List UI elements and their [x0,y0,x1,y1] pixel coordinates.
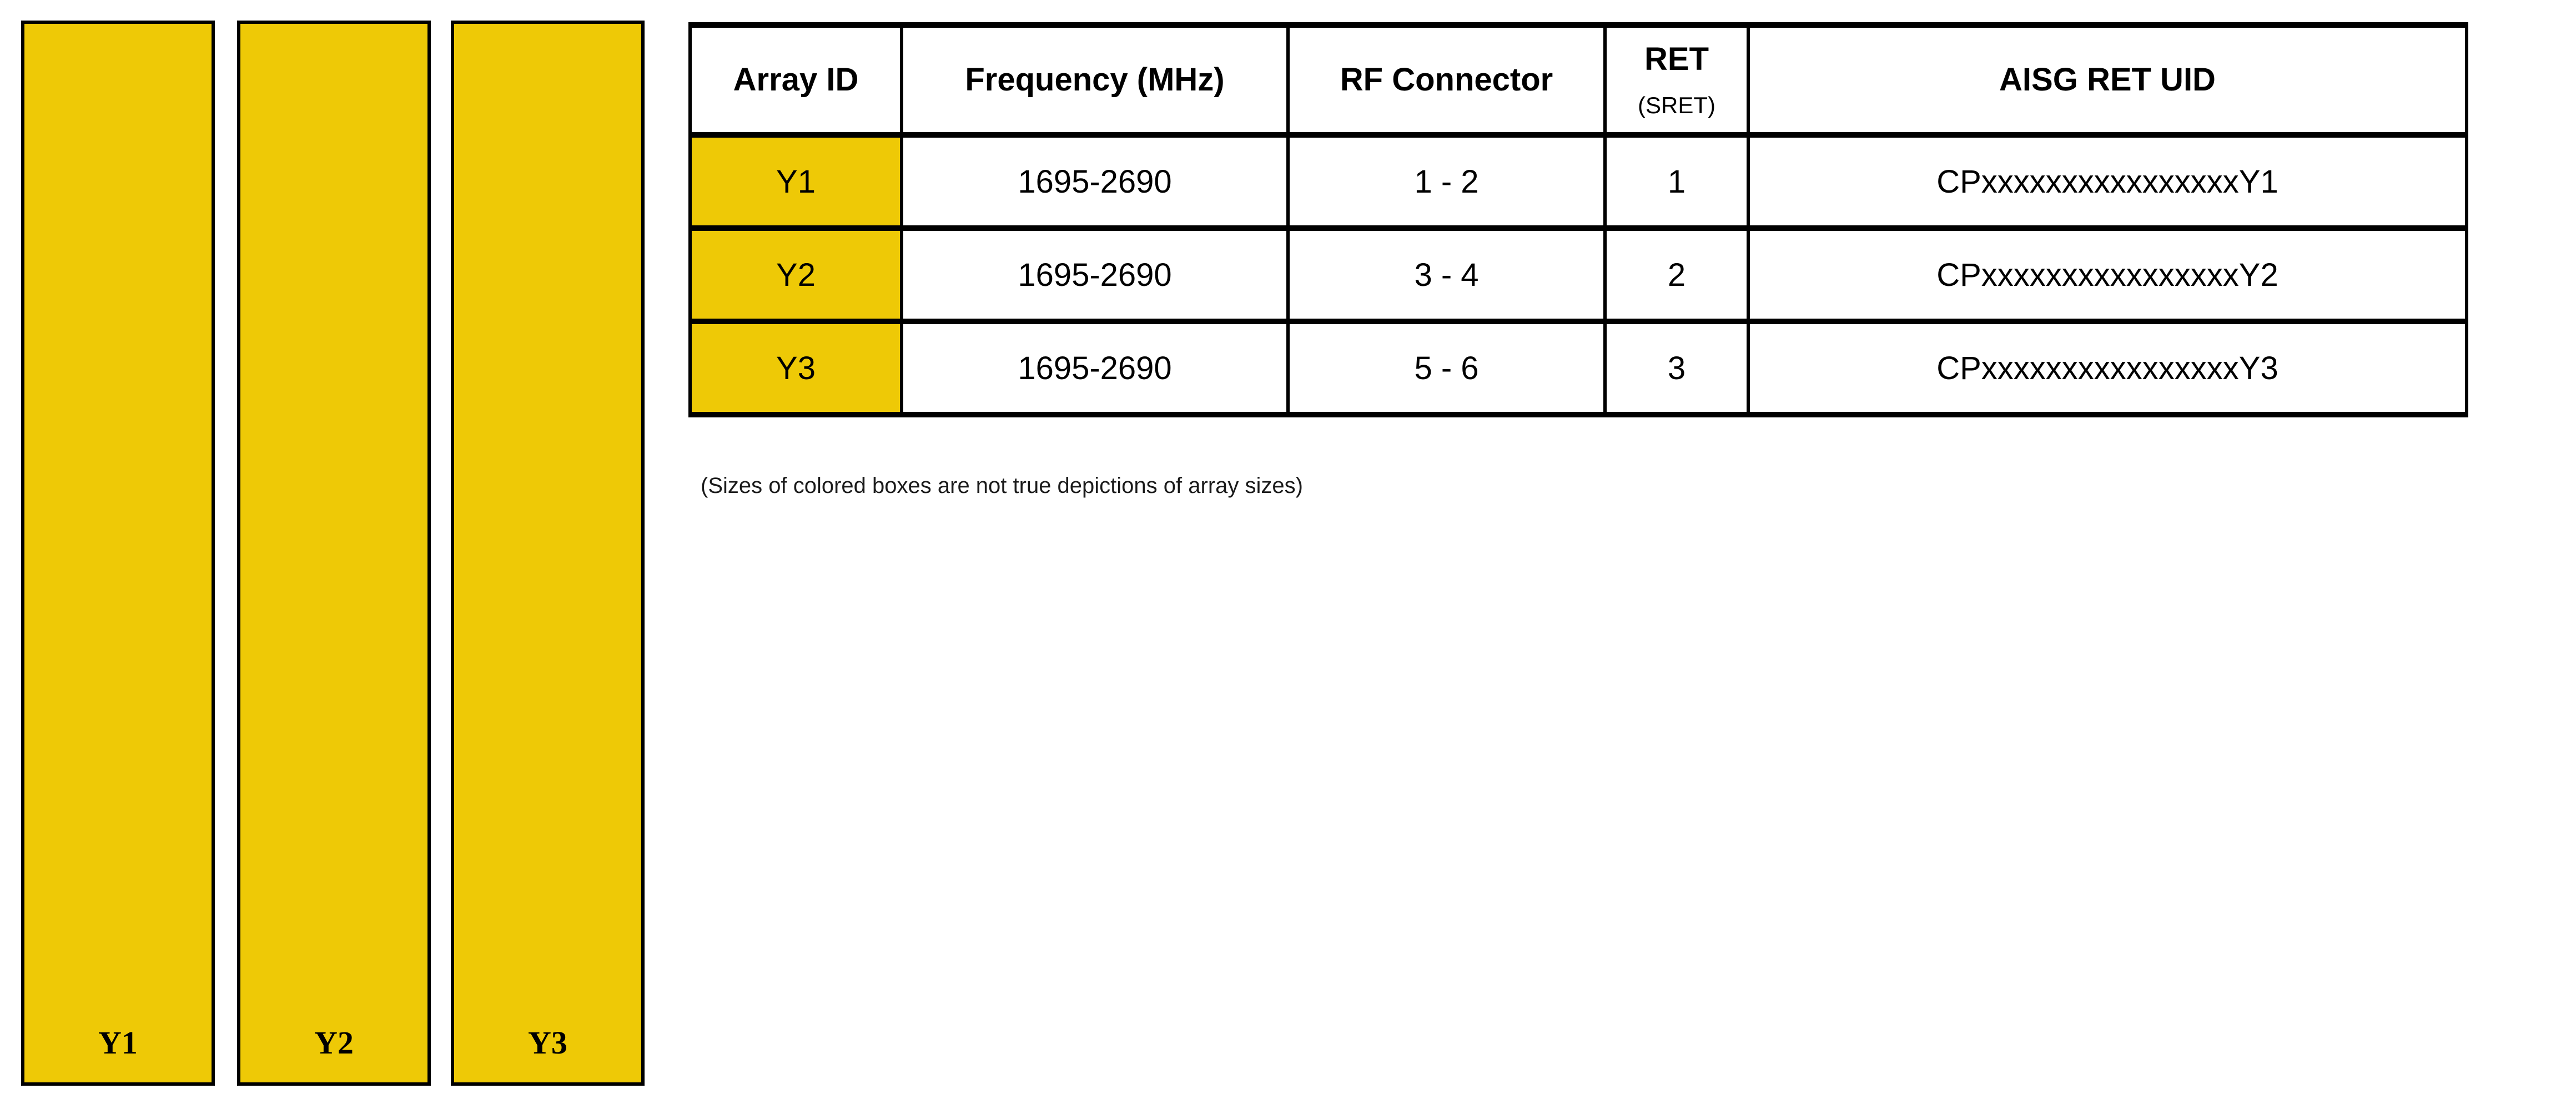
table-row-y2: Y2 1695-2690 3 - 4 2 CPxxxxxxxxxxxxxxxxY… [688,225,2468,324]
col-header-frequency: Frequency (MHz) [900,22,1290,138]
cell-aisg-ret-uid: CPxxxxxxxxxxxxxxxxY3 [1747,319,2468,417]
table-row-y3: Y3 1695-2690 5 - 6 3 CPxxxxxxxxxxxxxxxxY… [688,319,2468,417]
cell-rf-connector: 3 - 4 [1286,225,1607,324]
cell-ret: 2 [1603,225,1750,324]
cell-ret: 1 [1603,132,1750,231]
table-row-y1: Y1 1695-2690 1 - 2 1 CPxxxxxxxxxxxxxxxxY… [688,132,2468,231]
cell-array-id: Y2 [688,225,903,324]
array-box-y1: Y1 [21,21,215,1086]
header-row: Array ID Frequency (MHz) RF Connector RE… [688,22,2468,138]
array-box-y1-label: Y1 [98,1025,138,1061]
cell-rf-connector: 5 - 6 [1286,319,1607,417]
cell-ret: 3 [1603,319,1750,417]
array-spec-table: Array ID Frequency (MHz) RF Connector RE… [688,22,2468,417]
array-spec-table-body: Y1 1695-2690 1 - 2 1 CPxxxxxxxxxxxxxxxxY… [688,132,2468,417]
array-box-y3: Y3 [451,21,645,1086]
array-spec-table-header: Array ID Frequency (MHz) RF Connector RE… [688,22,2468,138]
array-box-y2: Y2 [237,21,431,1086]
cell-array-id: Y1 [688,132,903,231]
cell-frequency: 1695-2690 [900,132,1290,231]
col-header-array-id: Array ID [688,22,903,138]
cell-array-id: Y3 [688,319,903,417]
cell-frequency: 1695-2690 [900,225,1290,324]
cell-aisg-ret-uid: CPxxxxxxxxxxxxxxxxY1 [1747,132,2468,231]
col-header-ret-line1: RET [1644,41,1709,77]
col-header-aisg-ret-uid: AISG RET UID [1747,22,2468,138]
cell-frequency: 1695-2690 [900,319,1290,417]
cell-aisg-ret-uid: CPxxxxxxxxxxxxxxxxY2 [1747,225,2468,324]
cell-rf-connector: 1 - 2 [1286,132,1607,231]
col-header-ret: RET (SRET) [1603,22,1750,138]
col-header-rf-connector: RF Connector [1286,22,1607,138]
array-box-y3-label: Y3 [528,1025,567,1061]
array-box-y2-label: Y2 [314,1025,354,1061]
col-header-ret-line2: (SRET) [1638,92,1715,119]
size-disclaimer-note: (Sizes of colored boxes are not true dep… [701,473,1303,498]
